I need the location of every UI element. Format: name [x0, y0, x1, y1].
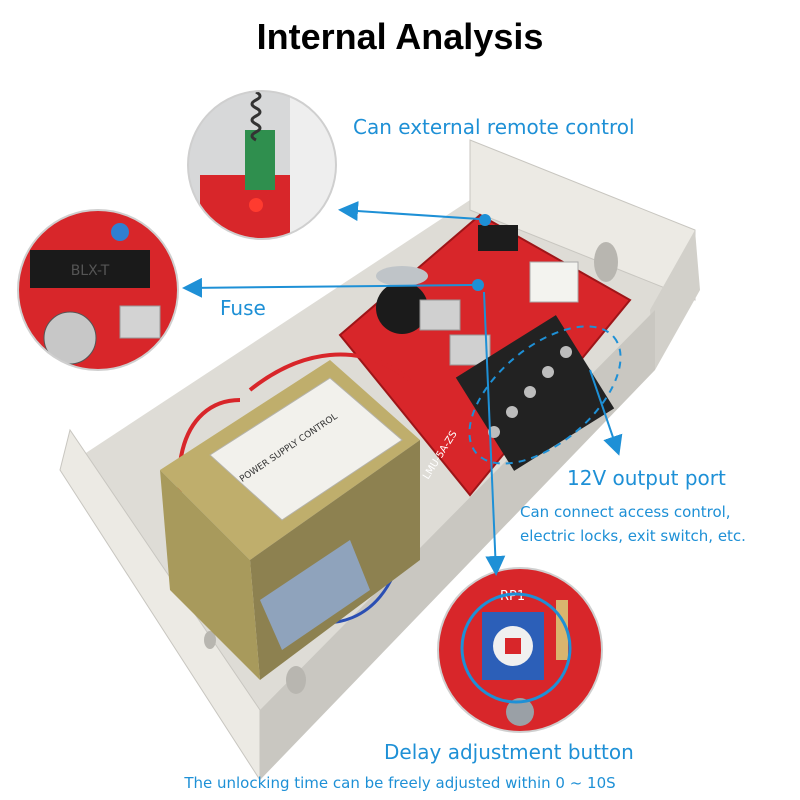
callout-output-port: 12V output port: [567, 466, 726, 490]
delay-arrow: [483, 291, 506, 576]
callout-delay-detail: The unlocking time can be freely adjuste…: [184, 774, 616, 792]
zoom-frame: [187, 90, 337, 240]
zoom-remote-module: [188, 91, 336, 239]
remote-arrow: [338, 201, 480, 222]
terminal-block: [455, 315, 615, 471]
heat-sink: [449, 334, 491, 366]
fuse-arrow: [182, 277, 473, 298]
remote-point: [479, 214, 491, 226]
screw-hole: [204, 631, 216, 649]
output-arrow: [589, 369, 623, 456]
fuse-holder: [30, 250, 150, 288]
callout-delay-button: Delay adjustment button: [384, 740, 634, 764]
callout-output-port-detail: Can connect access control, electric loc…: [520, 503, 746, 545]
mount-hole: [286, 666, 306, 694]
mount-hole: [594, 242, 618, 282]
output-port-highlight: [468, 325, 622, 465]
capacitor: [376, 282, 428, 334]
ic-chip: [478, 225, 518, 251]
fuse-text: BLX-T: [71, 263, 110, 279]
heat-sink: [419, 299, 461, 331]
zoom-frame: [17, 209, 179, 371]
transformer-label-plate: [209, 377, 403, 521]
fuse-point: [472, 279, 484, 291]
callout-fuse: Fuse: [220, 296, 266, 320]
transformer-coil: [260, 540, 370, 650]
pot-highlight: [460, 592, 572, 704]
transformer: POWER SUPPLY CONTROL: [160, 352, 420, 680]
relay: [529, 261, 579, 303]
zoom-frame: [437, 567, 603, 733]
page-title: Internal Analysis: [256, 16, 544, 57]
zoom-fuse: BLX-T: [18, 210, 178, 370]
callout-remote-control: Can external remote control: [353, 115, 635, 139]
